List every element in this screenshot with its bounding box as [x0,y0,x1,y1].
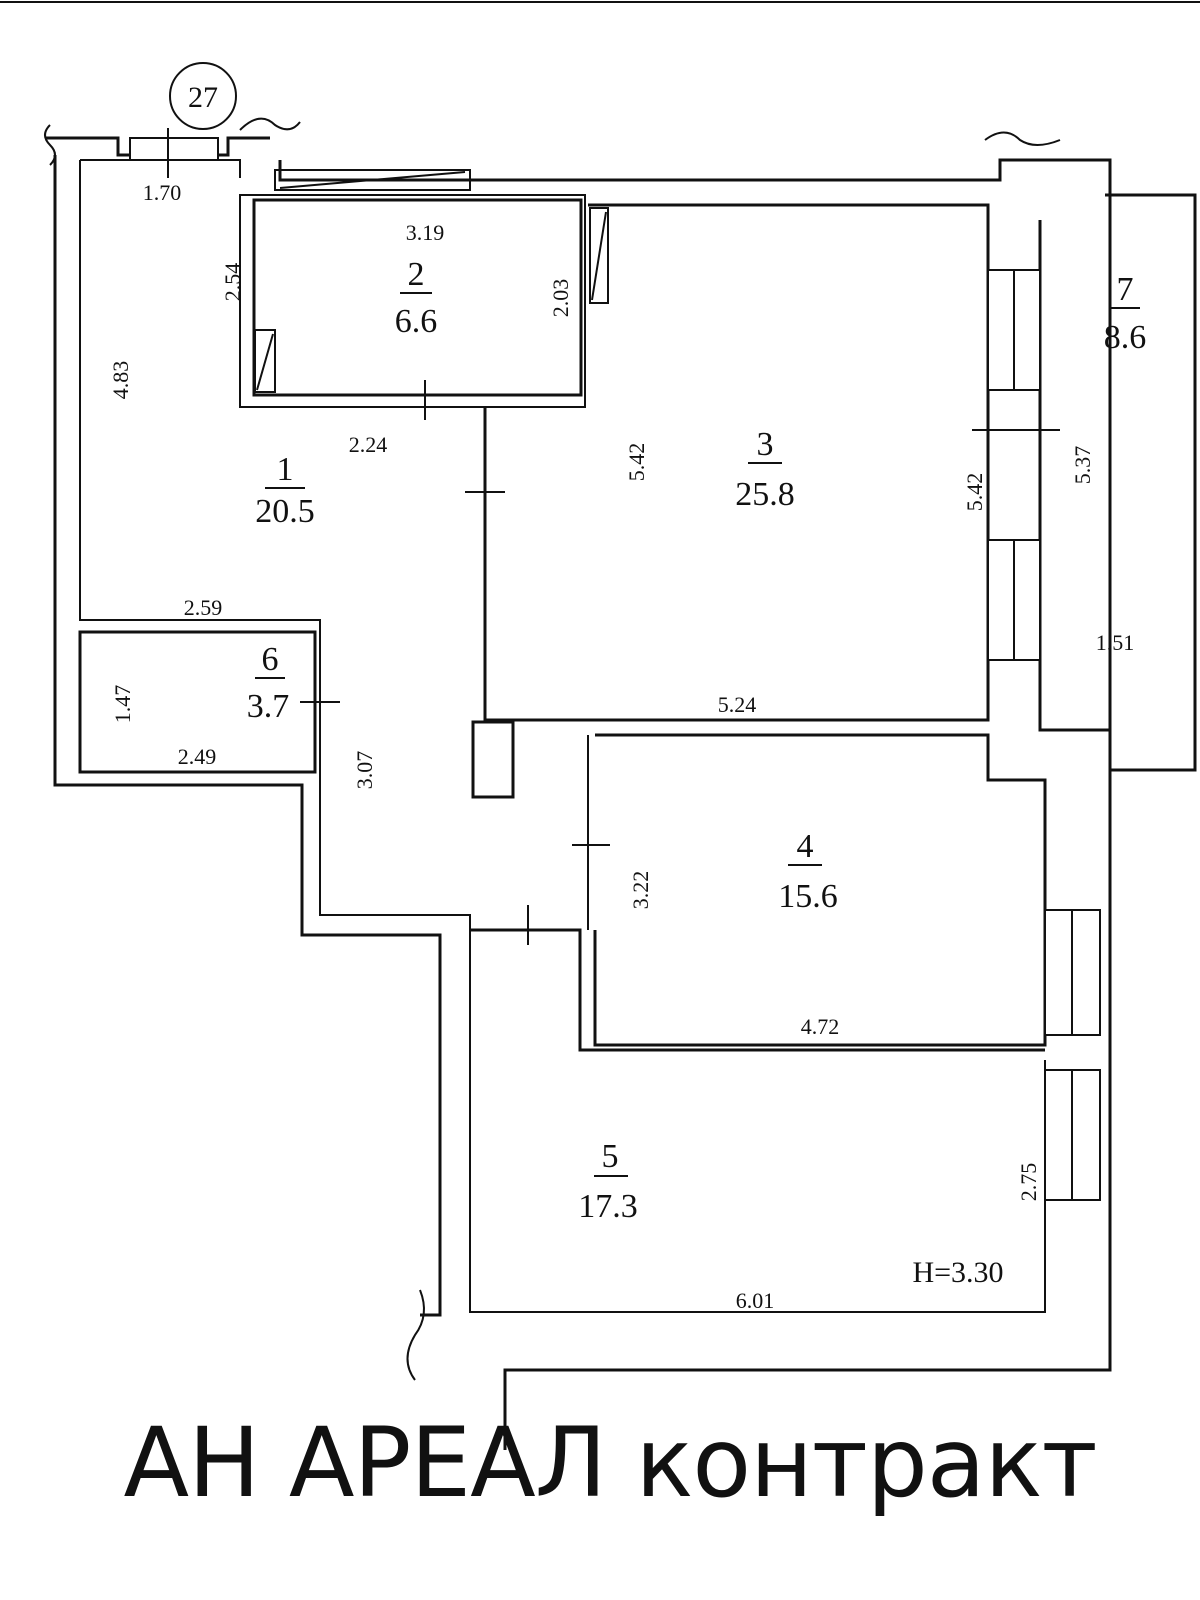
dim-3-07: 3.07 [352,751,377,790]
shafts [254,169,609,393]
room-7-area: 8.6 [1104,319,1147,356]
dim-4-72: 4.72 [801,1014,840,1039]
room-4-area: 15.6 [778,878,838,915]
door-marks [167,128,1060,945]
dim-2-59: 2.59 [184,595,223,620]
room-3-number: 3 [757,426,774,463]
apartment-number: 27 [188,81,218,114]
ceiling-height: H=3.30 [912,1256,1003,1289]
room-4-label: 4 15.6 [778,828,838,915]
dim-2-03: 2.03 [548,279,573,318]
dim-1-47: 1.47 [110,685,135,724]
windows [129,137,1101,1201]
room-5-number: 5 [602,1138,619,1175]
room-3-label: 3 25.8 [735,426,795,513]
dim-2-75: 2.75 [1016,1163,1041,1202]
room-2-label: 2 6.6 [395,256,438,340]
dim-6-01: 6.01 [736,1288,775,1313]
break-lines [44,117,1061,1381]
dim-5-24: 5.24 [718,692,757,717]
room-5-label: 5 17.3 [578,1138,638,1225]
dim-5-42-right: 5.42 [962,473,987,512]
dim-5-42-left: 5.42 [624,443,649,482]
dim-4-83: 4.83 [108,361,133,400]
room-4-number: 4 [797,828,814,865]
dim-3-22: 3.22 [628,871,653,910]
room-6-area: 3.7 [247,688,290,725]
room-6-number: 6 [262,641,279,678]
room-1-area: 20.5 [255,493,315,530]
dim-2-54: 2.54 [220,263,245,302]
room-6-label: 6 3.7 [247,641,290,725]
outer-walls [45,136,1197,1450]
agency-watermark: АН АРЕАЛ контракт [123,1407,1097,1519]
dim-5-37: 5.37 [1070,446,1095,485]
room-5-area: 17.3 [578,1188,638,1225]
room-1-number: 1 [277,451,294,488]
room-1-label: 1 20.5 [255,451,315,530]
room-3-area: 25.8 [735,476,795,513]
apartment-number-badge: 27 [169,62,237,130]
room-labels: 1 20.5 2 6.6 3 25.8 4 15.6 5 17.3 6 3.7 [247,256,1147,1225]
dim-1-70: 1.70 [143,180,182,205]
dim-2-49: 2.49 [178,744,217,769]
dim-1-51: 1.51 [1096,630,1135,655]
dimensions: 1.70 3.19 2.54 2.03 4.83 2.24 5.42 5.42 … [108,180,1134,1313]
dim-3-19: 3.19 [406,220,445,245]
room-2-area: 6.6 [395,303,438,340]
dim-2-24: 2.24 [349,432,388,457]
room-7-label: 7 8.6 [1104,271,1147,356]
room-7-number: 7 [1117,271,1134,308]
room-2-number: 2 [408,256,425,293]
